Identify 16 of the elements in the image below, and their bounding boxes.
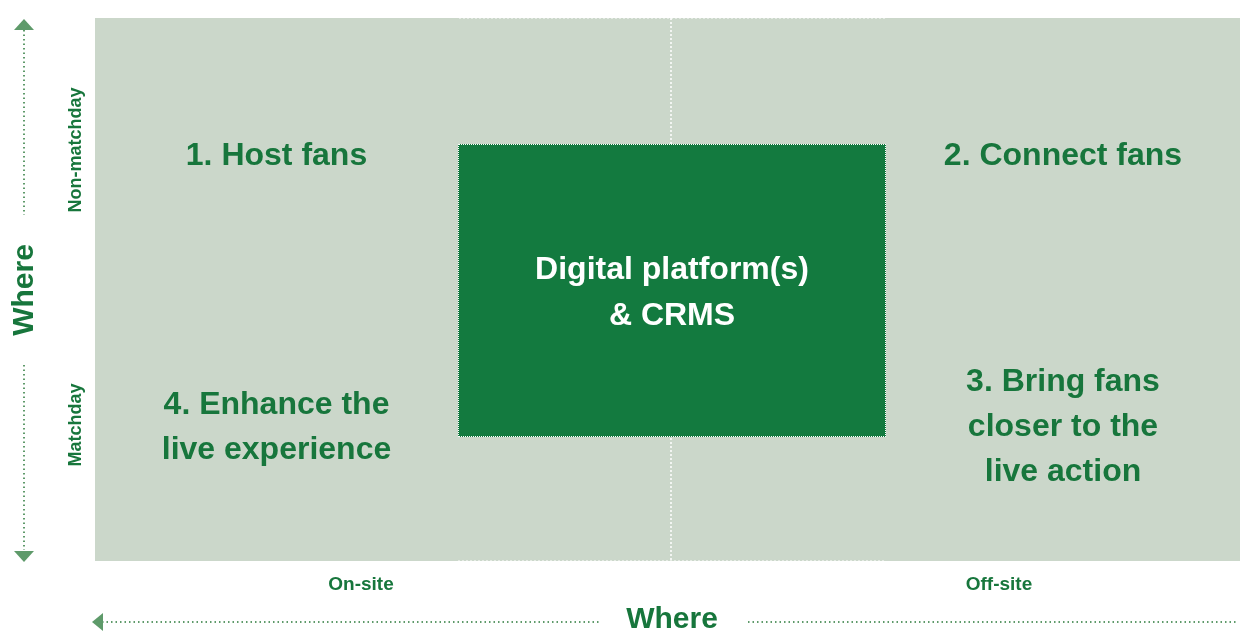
quadrant-panel [886, 18, 1240, 290]
center-box [458, 144, 886, 437]
center-title: Digital platform(s) & CRMS [534, 248, 810, 334]
axis-category-label: Off-site [965, 573, 1033, 595]
quadrant-title: 2. Connect fans [943, 134, 1183, 174]
axis-category-label: On-site [328, 573, 394, 595]
axis-category-label: Non-matchday [64, 87, 86, 213]
axis-category-label: Matchday [64, 383, 86, 467]
quadrant-title: 1. Host fans [185, 134, 368, 174]
quadrant-title: 4. Enhance the live experience [160, 383, 393, 468]
axis-title: Where [6, 244, 40, 336]
axis-title: Where [626, 601, 718, 631]
quadrant-panel [95, 290, 458, 561]
quadrant-title: 3. Bring fans closer to the live action [965, 361, 1161, 490]
quadrant-panel [886, 290, 1240, 561]
quadrant-panel [95, 18, 458, 290]
